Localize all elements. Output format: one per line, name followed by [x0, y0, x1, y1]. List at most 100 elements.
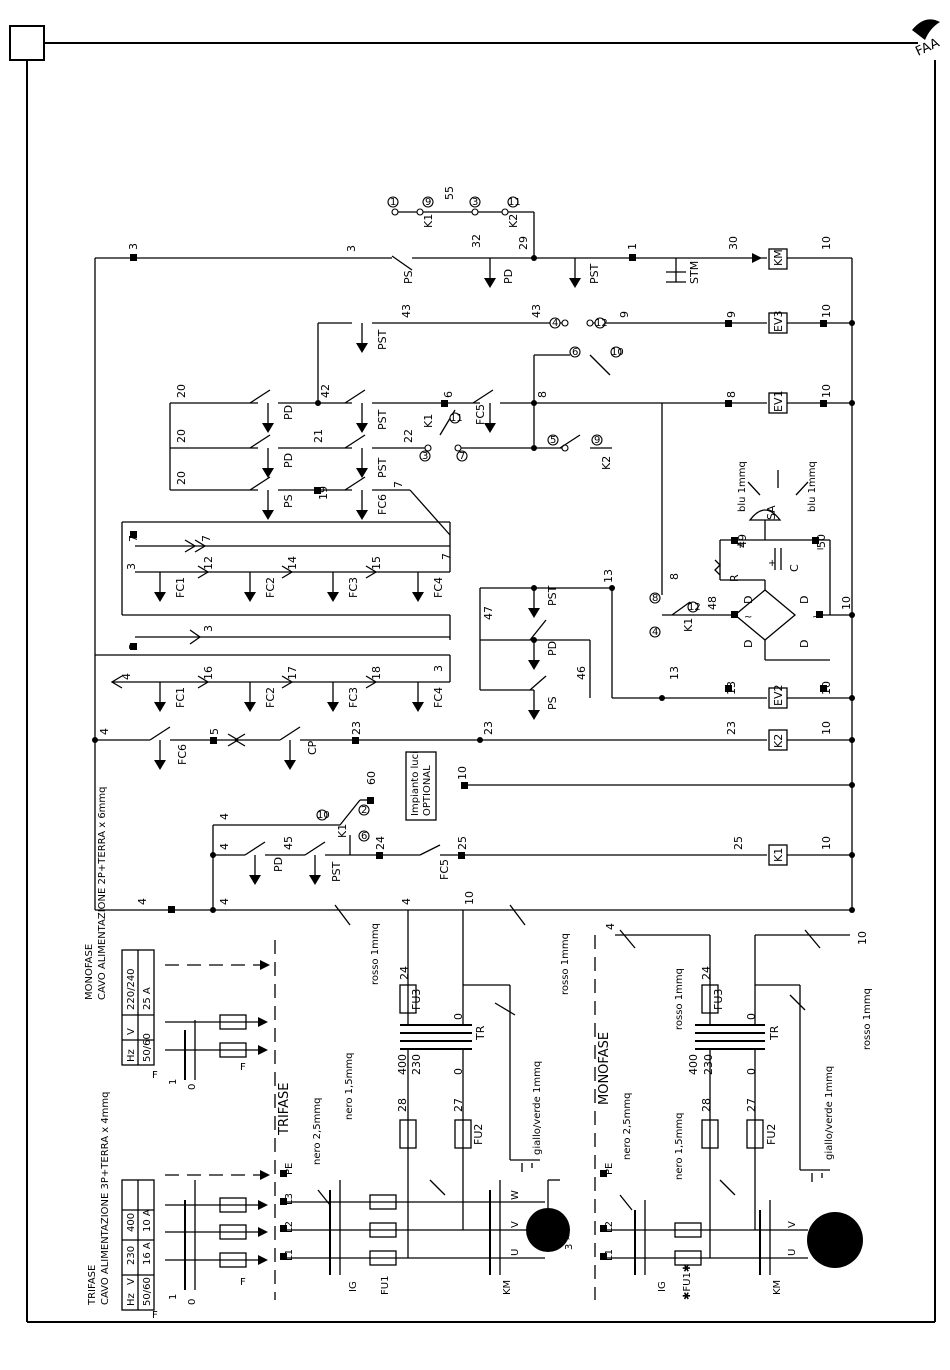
svg-text:blu 1mmq: blu 1mmq: [807, 461, 818, 512]
svg-text:C: C: [788, 564, 801, 572]
svg-text:220/240: 220/240: [126, 968, 137, 1010]
svg-text:15: 15: [370, 556, 383, 570]
svg-text:0: 0: [745, 1013, 758, 1020]
svg-text:FC4: FC4: [432, 577, 445, 598]
svg-text:9: 9: [594, 435, 600, 446]
svg-text:M: M: [827, 1231, 838, 1240]
svg-text:IG: IG: [348, 1281, 359, 1292]
svg-text:PST: PST: [546, 585, 559, 606]
transformer-monofase: 4 10 24 FU3 0 TR 400 230 0 28 27 FU2 ros…: [604, 923, 873, 1182]
svg-text:29: 29: [517, 236, 530, 250]
svg-text:FC3: FC3: [347, 687, 360, 708]
svg-text:giallo/verde 1mmq: giallo/verde 1mmq: [532, 1061, 543, 1155]
svg-text:12: 12: [202, 556, 215, 570]
svg-text:9: 9: [618, 311, 631, 318]
svg-text:4: 4: [218, 843, 231, 850]
svg-text:60: 60: [365, 771, 378, 785]
svg-text:2: 2: [361, 805, 367, 816]
svg-text:22: 22: [402, 429, 415, 443]
svg-text:FU3: FU3: [410, 989, 423, 1010]
svg-text:49: 49: [736, 534, 749, 548]
svg-text:24: 24: [700, 966, 713, 980]
svg-text:19: 19: [317, 486, 330, 500]
trifase-switches: 1 0 F: [165, 1170, 270, 1305]
rectifier-block: SA R C D D D D 49 50 48 8 10 blu 1mmq bl…: [662, 461, 855, 661]
svg-text:3: 3: [472, 197, 478, 208]
svg-text:230: 230: [126, 1246, 137, 1265]
svg-text:D: D: [798, 596, 811, 604]
svg-text:7: 7: [200, 535, 213, 542]
brand-logo: FAA: [912, 19, 942, 60]
section-dividers: TRIFASE MONOFASE: [274, 935, 612, 1300]
transformer-trifase: 24 FU3 0 TR 400 230 0 28 27 FU2 4 10 ros…: [334, 891, 571, 1172]
svg-text:0: 0: [187, 1084, 198, 1090]
trifase-motor-circuit: PE L3 L2 L1 IG FU1 KM W V U M 3 ~ nero 2…: [280, 1053, 575, 1295]
svg-text:STM: STM: [688, 261, 701, 284]
svg-text:FC6: FC6: [376, 494, 389, 515]
svg-text:7: 7: [459, 451, 465, 462]
svg-text:+: +: [768, 558, 776, 569]
svg-text:42: 42: [319, 384, 332, 398]
svg-text:9: 9: [425, 197, 431, 208]
svg-text:FU1: FU1: [380, 1276, 391, 1295]
svg-text:10: 10: [820, 304, 833, 318]
svg-text:5: 5: [208, 728, 221, 735]
svg-text:7: 7: [440, 553, 453, 560]
svg-text:20: 20: [175, 471, 188, 485]
svg-text:EV3: EV3: [772, 311, 785, 332]
svg-text:13: 13: [725, 681, 738, 695]
svg-text:PST: PST: [330, 861, 343, 882]
svg-text:12: 12: [595, 318, 608, 329]
svg-text:PE: PE: [284, 1163, 295, 1175]
svg-text:48: 48: [706, 596, 719, 610]
svg-text:230: 230: [410, 1054, 423, 1075]
svg-text:K2: K2: [772, 734, 785, 748]
svg-text:20: 20: [175, 429, 188, 443]
svg-text:CAVO ALIMENTAZIONE 3P+TERRA x: CAVO ALIMENTAZIONE 3P+TERRA x 4mmq: [100, 1091, 111, 1305]
svg-text:3: 3: [127, 643, 140, 650]
logo-text: FAA: [913, 36, 942, 60]
svg-text:3 ~: 3 ~: [564, 1232, 575, 1250]
svg-text:K2: K2: [507, 214, 520, 228]
svg-text:4: 4: [400, 898, 413, 905]
svg-text:L2: L2: [604, 1221, 615, 1233]
svg-text:9: 9: [725, 311, 738, 318]
svg-text:CP: CP: [306, 740, 319, 755]
svg-text:D: D: [798, 640, 811, 648]
svg-text:nero 1,5mmq: nero 1,5mmq: [344, 1053, 355, 1120]
svg-text:D: D: [742, 640, 755, 648]
svg-text:−: −: [816, 544, 824, 555]
svg-text:4: 4: [552, 318, 558, 329]
svg-text:1: 1: [168, 1079, 179, 1085]
optional-title: Impianto luci: [410, 751, 421, 816]
svg-text:giallo/verde 1mmq: giallo/verde 1mmq: [824, 1066, 835, 1160]
trifase-supply-table: TRIFASE CAVO ALIMENTAZIONE 3P+TERRA x 4m…: [87, 1091, 158, 1321]
svg-text:K1: K1: [682, 618, 695, 632]
svg-text:10 A: 10 A: [142, 1209, 153, 1232]
svg-text:27: 27: [745, 1098, 758, 1112]
svg-text:3: 3: [202, 625, 215, 632]
svg-text:4: 4: [120, 673, 133, 680]
svg-text:Hz: Hz: [126, 1293, 137, 1306]
svg-text:5: 5: [550, 435, 556, 446]
switch-blades: [149, 354, 691, 856]
row-k1-coil: 4 4 45 24 25 60 25 10 4 4 PD PST FC5 K1 …: [136, 771, 855, 913]
svg-text:0: 0: [187, 1299, 198, 1305]
svg-text:50/60: 50/60: [142, 1033, 153, 1062]
svg-text:24: 24: [398, 966, 411, 980]
svg-text:8: 8: [725, 391, 738, 398]
row-k2: 20 21 22 PD PST K1 K2: [170, 414, 613, 478]
svg-text:FU2: FU2: [765, 1124, 778, 1145]
svg-text:16: 16: [202, 666, 215, 680]
svg-text:✱FU1✱: ✱FU1✱: [682, 1264, 693, 1300]
svg-text:17: 17: [286, 666, 299, 680]
row-ev3: 43 43 9 9 10 PST EV3: [317, 304, 855, 403]
svg-text:K1: K1: [336, 824, 349, 838]
svg-text:PD: PD: [282, 453, 295, 468]
svg-text:400: 400: [687, 1054, 700, 1075]
circled-numbers: 1 9 3 11 4 12 6 10 11 3 7 5 9 8 4 12 10 …: [316, 196, 701, 842]
svg-text:4: 4: [218, 898, 231, 905]
svg-text:PST: PST: [376, 329, 389, 350]
svg-text:1: 1: [168, 1294, 179, 1300]
